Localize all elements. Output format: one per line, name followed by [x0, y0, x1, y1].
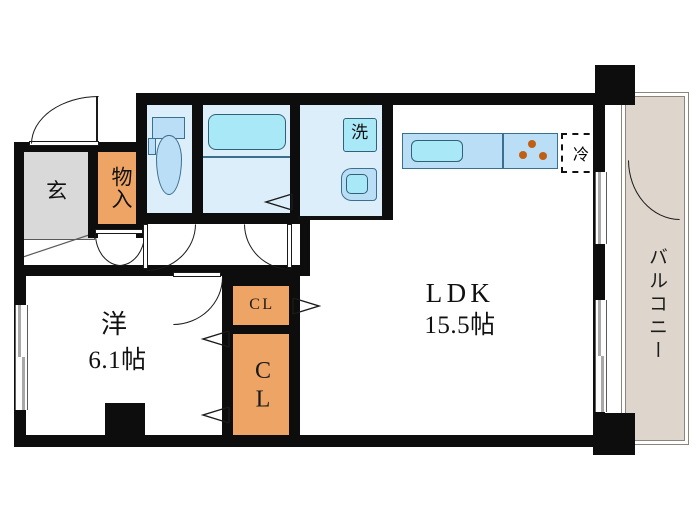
kitchen-sink-icon [411, 140, 463, 162]
toilet-lever-icon [148, 138, 156, 155]
bath-door-swing [244, 224, 291, 270]
wall-closet-right [289, 276, 300, 441]
washer-label: 洗 [351, 123, 369, 142]
wall-storage-left [88, 142, 98, 238]
ldk-name-label: LDK [425, 278, 495, 308]
storage-door-swing-left [95, 234, 121, 266]
toilet-icon [156, 135, 182, 195]
wall-closet-middle [222, 325, 300, 334]
entrance-step-line [20, 230, 98, 260]
bedroom-sill-block [105, 403, 145, 437]
bedroom-door-swing [173, 277, 223, 325]
storage-label: 物入 [109, 166, 133, 210]
closet-lower-chevron-bottom[interactable] [200, 405, 230, 425]
entrance-door-swing [31, 96, 99, 144]
bedroom-size-label: 6.1帖 [88, 347, 147, 374]
wall-washroom-right [382, 105, 393, 220]
sink-bowl-icon [346, 174, 368, 194]
closet-lower-label: CL [250, 357, 276, 415]
entrance-door-hinge [96, 96, 98, 142]
bath-sliding-chevron[interactable] [263, 192, 293, 212]
fridge-label: 冷 [572, 147, 589, 164]
wall-washroom-bottom [298, 216, 383, 220]
wall-corridor-lower [14, 265, 310, 276]
entrance-label: 玄 [46, 179, 68, 203]
closet-lower-chevron-top[interactable] [200, 329, 230, 349]
wall-closet-left [222, 276, 233, 441]
wall-closet-top [222, 276, 300, 286]
washing-machine-icon [343, 118, 377, 152]
storage-door-leaf[interactable] [95, 229, 143, 234]
wall-ldk-left-upper [300, 216, 310, 276]
wall-entrance-top [14, 142, 144, 152]
window-ldk-upper[interactable] [595, 172, 607, 244]
bedroom-name-label: 洋 [100, 310, 130, 339]
bath-floor-divider [202, 156, 292, 158]
wall-bath-washroom [290, 93, 300, 224]
wall-top-main [136, 93, 605, 105]
wall-storage-right [136, 142, 146, 238]
storage-door-swing-right [119, 234, 145, 266]
closet-upper-chevron[interactable] [292, 296, 322, 316]
closet-upper-label: CL [249, 296, 275, 313]
wall-bath-bottom [192, 213, 300, 224]
wall-toilet-bottom [136, 213, 203, 224]
window-bedroom-left[interactable] [15, 305, 28, 410]
balcony-outer-edge [621, 92, 689, 445]
toilet-door-swing [146, 224, 196, 271]
wall-bottom-outer [14, 435, 624, 447]
window-ldk-balcony-door[interactable] [595, 300, 607, 412]
pillar-bottom-right [593, 413, 635, 455]
wall-storage-bottom [88, 224, 146, 230]
bathtub-icon [208, 114, 286, 150]
wall-toilet-bath [192, 93, 203, 224]
balcony-label: バルコニー [646, 247, 667, 363]
ldk-size-label: 15.5帖 [424, 312, 496, 339]
stove-section [503, 133, 558, 169]
wall-entrance-left [14, 142, 24, 272]
room-balcony [625, 96, 685, 441]
stove-burner-icon [503, 133, 558, 169]
